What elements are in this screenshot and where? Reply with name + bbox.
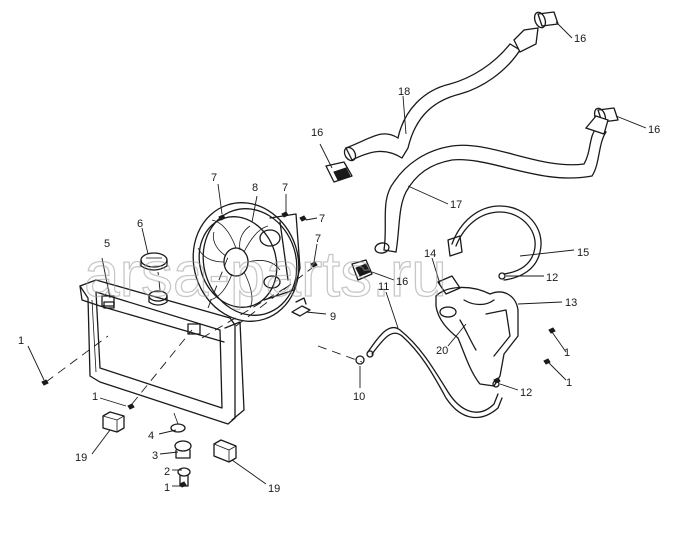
callout-4: 4 — [148, 430, 154, 442]
hose-clamp-top — [513, 11, 559, 53]
hose-clamp-right — [584, 107, 619, 135]
callout-16: 16 — [311, 127, 323, 139]
assembly-centerlines — [45, 251, 363, 405]
callout-7: 7 — [282, 182, 288, 194]
callout-12: 12 — [520, 387, 532, 399]
watermark-text: arsa-parts.ru — [84, 238, 447, 310]
callout-16: 16 — [396, 276, 408, 288]
callout-11: 11 — [378, 281, 389, 293]
callout-20: 20 — [436, 345, 448, 357]
callout-5: 5 — [104, 238, 110, 250]
callout-2: 2 — [164, 466, 170, 478]
callout-6: 6 — [137, 218, 143, 230]
hose-clamp-lower — [351, 259, 373, 281]
rubber-mount-left — [102, 411, 125, 433]
callout-10: 10 — [353, 391, 365, 403]
callout-1: 1 — [92, 391, 98, 403]
hose-clips — [492, 272, 506, 388]
rubber-mount-right — [213, 439, 237, 463]
callout-1: 1 — [566, 377, 572, 389]
drain-plug — [170, 412, 192, 487]
vent-hose-15 — [447, 205, 542, 281]
upper-hose-18 — [343, 43, 521, 162]
callout-12: 12 — [546, 272, 558, 284]
callout-19: 19 — [268, 483, 280, 495]
callout-14: 14 — [424, 248, 436, 260]
callout-1: 1 — [18, 335, 24, 347]
callout-9: 9 — [330, 311, 336, 323]
callout-1: 1 — [564, 347, 570, 359]
callout-17: 17 — [450, 199, 462, 211]
callout-labels: 1 1 1 1 1 2 3 4 5 6 7 7 7 7 8 9 10 11 12… — [18, 33, 660, 495]
callout-16: 16 — [574, 33, 586, 45]
callout-13: 13 — [565, 297, 577, 309]
callout-15: 15 — [577, 247, 589, 259]
leader-lines — [27, 21, 647, 487]
temperature-sensor — [291, 297, 311, 317]
hose-clamp-left — [325, 161, 353, 183]
callout-7: 7 — [315, 233, 321, 245]
callout-8: 8 — [252, 182, 258, 194]
expansion-tank — [435, 275, 519, 387]
callout-7: 7 — [319, 213, 325, 225]
callout-1: 1 — [164, 482, 170, 494]
callout-16: 16 — [648, 124, 660, 136]
callout-19: 19 — [75, 452, 87, 464]
callout-18: 18 — [398, 86, 410, 98]
callout-7: 7 — [211, 172, 217, 184]
radiator-cap — [140, 252, 168, 271]
filler-neck — [148, 290, 168, 306]
bolts — [218, 211, 318, 268]
overflow-hose-11 — [366, 326, 503, 419]
callout-3: 3 — [152, 450, 158, 462]
